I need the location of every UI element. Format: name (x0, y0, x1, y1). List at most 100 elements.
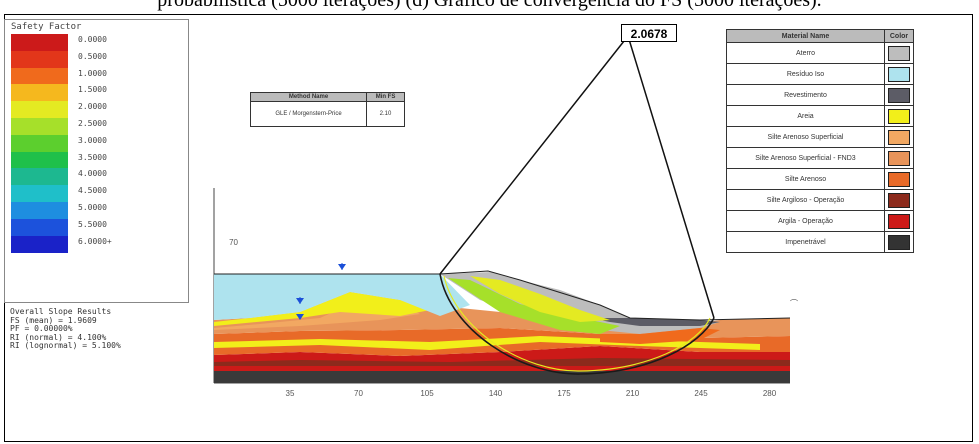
layer-dam-core-yellow (470, 276, 610, 322)
x-tick-label: 70 (354, 389, 363, 398)
material-row: Aterro (726, 42, 914, 64)
material-color-swatch (888, 213, 910, 229)
material-header-name: Material Name (726, 29, 885, 43)
method-fs-cell: 2.10 (366, 101, 405, 127)
material-color-cell (884, 63, 914, 85)
material-name: Resíduo Iso (726, 63, 885, 85)
figure-caption: probabilística (5000 iterações) (d) Gráf… (157, 0, 822, 11)
x-tick-label: 175 (557, 389, 571, 398)
material-color-cell (884, 105, 914, 127)
legend-label: 3.5000 (78, 152, 107, 162)
material-row: Silte Arenoso (726, 168, 914, 190)
material-name: Silte Argiloso - Operação (726, 189, 885, 211)
critical-slip-surface (439, 273, 715, 375)
legend-label: 0.0000 (78, 35, 107, 44)
legend-label: 1.5000 (78, 85, 107, 95)
material-name: Revestimento (726, 84, 885, 106)
x-tick-label: 35 (286, 389, 295, 398)
material-row: Impenetrável (726, 231, 914, 253)
legend-swatch (11, 50, 68, 68)
safety-factor-legend: Safety Factor 0.0000 0.5000 1.0000 1.5000 2.… (4, 19, 189, 350)
material-row: Silte Arenoso Superficial (726, 126, 914, 148)
x-tick-label: 280 (763, 389, 777, 398)
material-name: Silte Arenoso Superficial - FND3 (726, 147, 885, 169)
legend-label: 1.0000 (78, 68, 107, 78)
slip-centre-ray-right (627, 35, 715, 319)
x-tick-label: 105 (420, 389, 434, 398)
method-name-cell: GLE / Morgenstern-Price (249, 101, 368, 127)
legend-label: 6.0000+ (78, 236, 112, 246)
legend-swatch (11, 235, 68, 253)
legend-swatch (11, 134, 68, 152)
legend-swatch (11, 151, 68, 169)
legend-swatch (11, 84, 68, 102)
material-row: Argila - Operação (726, 210, 914, 232)
material-row: Areia (726, 105, 914, 127)
material-color-cell (884, 210, 914, 232)
legend-swatch (11, 218, 68, 236)
right-edge-marker: ⌒ (790, 299, 798, 308)
x-tick-label: 245 (694, 389, 708, 398)
material-header-color: Color (884, 29, 914, 43)
material-color-cell (884, 42, 914, 64)
slip-centre-ray-left (439, 35, 629, 275)
legend-title: Safety Factor (11, 22, 82, 32)
material-color-cell (884, 84, 914, 106)
material-name: Silte Arenoso (726, 168, 885, 190)
material-color-cell (884, 126, 914, 148)
material-row: Silte Argiloso - Operação (726, 189, 914, 211)
material-name: Argila - Operação (726, 210, 885, 232)
layer-areia-upper (214, 292, 430, 326)
y-tick-label: 70 (229, 238, 238, 247)
material-row: Revestimento (726, 84, 914, 106)
legend-label: 5.5000 (78, 219, 107, 229)
water-level-marker (338, 263, 346, 270)
method-table: Method Name Min FS GLE / Morgenstern-Pri… (249, 92, 405, 127)
x-axis-ticks: 35 70 105 140 175 210 245 280 (286, 389, 777, 398)
legend-swatch (11, 67, 68, 85)
legend-swatch (11, 34, 68, 51)
legend-swatch (11, 168, 68, 186)
material-color-cell (884, 168, 914, 190)
legend-label: 2.0000 (78, 102, 107, 112)
material-color-swatch (888, 150, 910, 166)
x-tick-label: 210 (626, 389, 640, 398)
material-color-swatch (888, 234, 910, 250)
material-color-swatch (888, 87, 910, 103)
slip-surface-highlight (443, 275, 711, 372)
material-color-cell (884, 147, 914, 169)
legend-label: 4.0000 (78, 169, 107, 179)
ground-surface-line (214, 270, 791, 321)
material-name: Impenetrável (726, 231, 885, 253)
legend-swatch (11, 202, 68, 219)
method-header-fs: Min FS (366, 92, 405, 102)
material-color-swatch (888, 129, 910, 145)
layer-impenetravel (214, 371, 790, 383)
legend-label: 4.5000 (78, 186, 107, 196)
overall-slope-results: Overall Slope Results FS (mean) = 1.9609… (10, 307, 121, 351)
x-tick-label: 140 (489, 389, 503, 398)
legend-label: 5.0000 (78, 203, 107, 212)
material-name: Silte Arenoso Superficial (726, 126, 885, 148)
legend-label: 3.0000 (78, 135, 107, 145)
legend-swatch (11, 185, 68, 203)
legend-swatch (11, 118, 68, 135)
material-color-cell (884, 189, 914, 211)
method-header-name: Method Name (249, 92, 368, 102)
material-color-cell (884, 231, 914, 253)
legend-label: 0.5000 (78, 51, 107, 61)
material-row: Resíduo Iso (726, 63, 914, 85)
material-color-swatch (888, 45, 910, 61)
material-name: Aterro (726, 42, 885, 64)
layer-residuo (214, 274, 470, 320)
material-row: Silte Arenoso Superficial - FND3 (726, 147, 914, 169)
legend-label: 2.5000 (78, 119, 107, 128)
critical-fs-label: 2.0678 (621, 24, 677, 42)
water-level-marker (296, 297, 304, 320)
legend-swatch (11, 101, 68, 119)
material-name: Areia (726, 105, 885, 127)
material-color-swatch (888, 171, 910, 187)
